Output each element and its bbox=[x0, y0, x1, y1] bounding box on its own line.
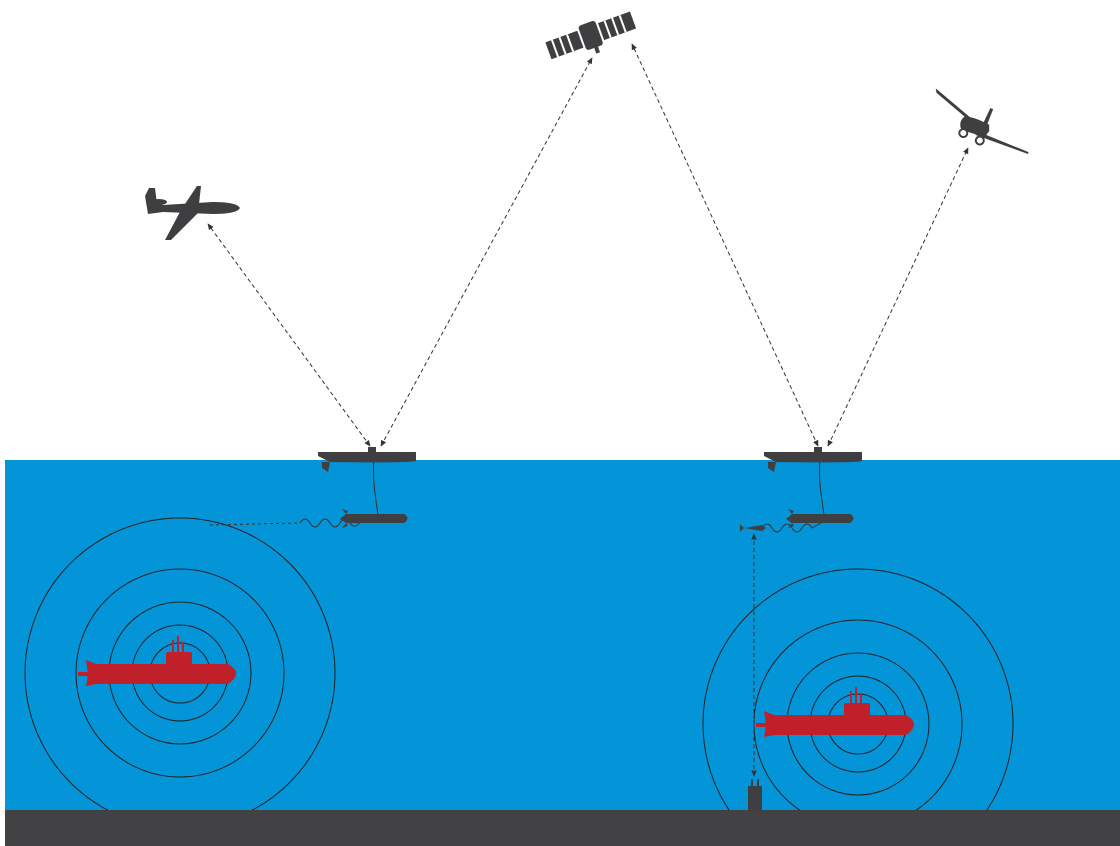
submarine-icon bbox=[78, 636, 236, 686]
sky bbox=[0, 0, 1120, 460]
seabed-sensor-icon bbox=[748, 779, 762, 812]
satellite-icon bbox=[545, 11, 637, 60]
wavy-array-right bbox=[761, 519, 827, 533]
tow-cable-right bbox=[819, 457, 825, 516]
submarine-icon bbox=[756, 687, 914, 737]
towed-body-icon bbox=[340, 509, 408, 528]
link-right-vessel-to-satellite bbox=[631, 43, 819, 447]
communication-links bbox=[207, 43, 969, 777]
surface-vessel-icon bbox=[318, 447, 416, 472]
link-left-vessel-to-satellite bbox=[380, 57, 593, 447]
torpedo-icon bbox=[740, 524, 766, 532]
tow-cables bbox=[299, 457, 827, 533]
link-left-vessel-to-jet bbox=[207, 223, 371, 447]
ocean-water bbox=[5, 460, 1120, 812]
business-jet-icon bbox=[145, 186, 240, 240]
link-right-vessel-to-airliner bbox=[827, 147, 969, 447]
airliner-icon bbox=[935, 88, 1029, 155]
tow-cable-left bbox=[373, 457, 379, 516]
wavy-array-left bbox=[299, 514, 379, 528]
surface-vessel-icon bbox=[764, 447, 862, 472]
seabed bbox=[5, 810, 1120, 846]
towed-body-icon bbox=[786, 509, 854, 528]
